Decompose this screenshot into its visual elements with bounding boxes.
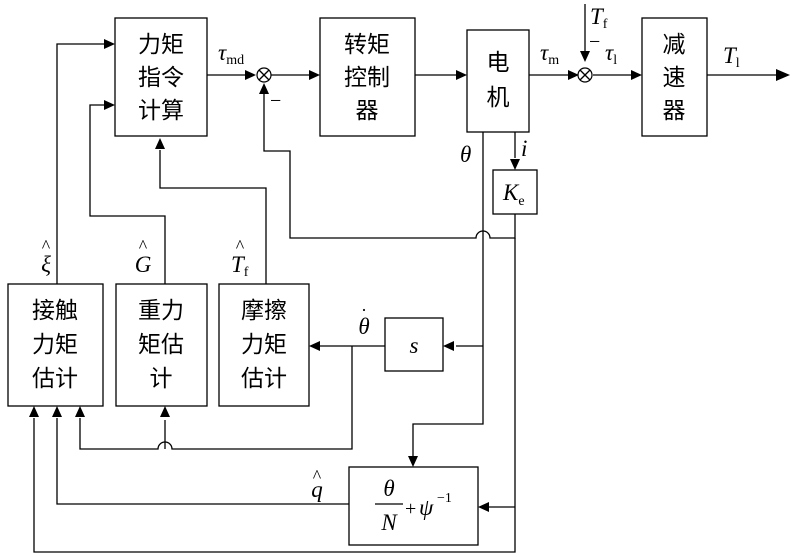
q-block-denominator: N xyxy=(380,510,398,535)
torque-controller-line-2: 控制 xyxy=(344,65,390,91)
svg-text:^: ^ xyxy=(139,236,148,256)
tau-m-label: τm xyxy=(540,40,559,68)
svg-text:θ: θ xyxy=(358,314,369,339)
torque-controller-line-3: 器 xyxy=(356,98,379,124)
arrow-xihat-in xyxy=(104,39,115,49)
arrow-output-tl xyxy=(776,69,790,81)
wire-tfhat xyxy=(159,150,267,284)
sum1-minus-sign: − xyxy=(270,90,281,112)
gravity-estimator-line-1: 重力 xyxy=(138,298,184,324)
q-block-plus: + xyxy=(405,498,416,520)
torque-command-line-3: 计算 xyxy=(138,98,184,124)
friction-estimator-line-3: 估计 xyxy=(241,366,287,392)
torque-command-block: 力矩 指令 计算 xyxy=(114,17,208,137)
torque-controller-block: 转矩 控制 器 xyxy=(319,17,416,137)
arrow-tf-down xyxy=(580,51,590,62)
gravity-estimator-line-2: 矩估 xyxy=(138,332,184,358)
derivative-s-block: s xyxy=(384,317,444,372)
q-block-exponent: −1 xyxy=(437,491,452,506)
q-block-numerator: θ xyxy=(383,476,394,501)
reducer-line-1: 减 xyxy=(663,32,686,58)
friction-estimator-line-2: 力矩 xyxy=(241,332,287,358)
sum-junction-1 xyxy=(256,67,272,83)
friction-estimator-line-1: 摩擦 xyxy=(241,298,287,324)
wire-ke-to-contact xyxy=(33,238,516,553)
t-f-hat-label: ^ Tf xyxy=(231,236,249,280)
contact-estimator-line-3: 估计 xyxy=(32,366,78,392)
arrow-tfhat-in xyxy=(155,138,165,149)
motor-line-1: 电 xyxy=(487,50,510,76)
derivative-s-label: s xyxy=(410,333,419,358)
current-i-label: i xyxy=(521,136,527,161)
arrow-ghat-in xyxy=(104,100,115,110)
arrow-gravity-in xyxy=(160,406,170,417)
gravity-estimator-line-3: 计 xyxy=(150,366,173,392)
q-estimate-block: θ N + ψ −1 xyxy=(348,466,479,546)
svg-text:^: ^ xyxy=(42,236,51,256)
svg-text:q: q xyxy=(311,477,323,502)
arrow-into-friction xyxy=(309,341,320,351)
ke-block: Ke xyxy=(492,169,538,215)
t-l-label: Tl xyxy=(723,43,740,71)
arrow-contact-in-2 xyxy=(52,406,62,417)
arrow-sum1-minus xyxy=(259,83,269,94)
arrow-contact-in-3 xyxy=(75,406,85,417)
svg-text:ξ: ξ xyxy=(41,252,51,277)
wire-xihat xyxy=(56,43,104,284)
arrow-into-qblock-top xyxy=(408,456,418,467)
friction-estimator-block: 摩擦 力矩 估计 xyxy=(218,283,310,407)
arrow-into-s xyxy=(443,341,454,351)
q-hat-label: ^ q xyxy=(311,466,323,502)
arrow-into-qblock-right xyxy=(478,502,489,512)
t-f-label: Tf xyxy=(590,4,608,32)
svg-text:G: G xyxy=(135,252,152,277)
g-hat-label: ^ G xyxy=(135,236,152,277)
contact-estimator-block: 接触 力矩 估计 xyxy=(7,283,104,407)
xi-hat-label: ^ ξ xyxy=(41,236,51,277)
sum2-minus-sign: − xyxy=(589,31,600,53)
torque-command-line-1: 力矩 xyxy=(138,32,184,58)
svg-text:^: ^ xyxy=(313,466,322,486)
tau-l-label: τl xyxy=(605,40,617,68)
contact-estimator-line-1: 接触 xyxy=(32,298,78,324)
svg-text:·: · xyxy=(361,300,367,320)
wire-qhat-to-contact xyxy=(56,418,349,505)
theta-label: θ xyxy=(460,142,471,167)
q-block-psi: ψ xyxy=(419,495,434,520)
torque-controller-line-1: 转矩 xyxy=(344,32,390,58)
arrow-into-motor xyxy=(456,70,467,80)
sum-junction-2 xyxy=(577,67,593,83)
wire-ghat xyxy=(89,104,166,284)
contact-estimator-line-2: 力矩 xyxy=(32,332,78,358)
tau-md-label: τmd xyxy=(218,40,244,68)
wire-ke-feedback xyxy=(263,93,516,239)
reducer-line-2: 速 xyxy=(663,65,686,91)
svg-text:Tf: Tf xyxy=(231,252,249,280)
arrow-contact-in-1 xyxy=(29,406,39,417)
arrow-into-ctrl xyxy=(309,70,320,80)
arrow-into-ke xyxy=(510,159,520,170)
arrow-into-sum1 xyxy=(245,70,256,80)
motor-block: 电 机 xyxy=(466,29,530,133)
arrow-into-sum2 xyxy=(568,70,579,80)
reducer-line-3: 器 xyxy=(663,98,686,124)
svg-text:^: ^ xyxy=(236,236,245,256)
reducer-block: 减 速 器 xyxy=(641,17,708,137)
motor-line-2: 机 xyxy=(487,85,510,111)
wire-theta xyxy=(412,132,484,456)
ke-label: Ke xyxy=(502,180,525,209)
theta-dot-label: · θ xyxy=(358,300,369,339)
torque-command-line-2: 指令 xyxy=(138,65,184,91)
gravity-estimator-block: 重力 矩估 计 xyxy=(115,283,208,407)
arrow-into-reducer xyxy=(631,70,642,80)
